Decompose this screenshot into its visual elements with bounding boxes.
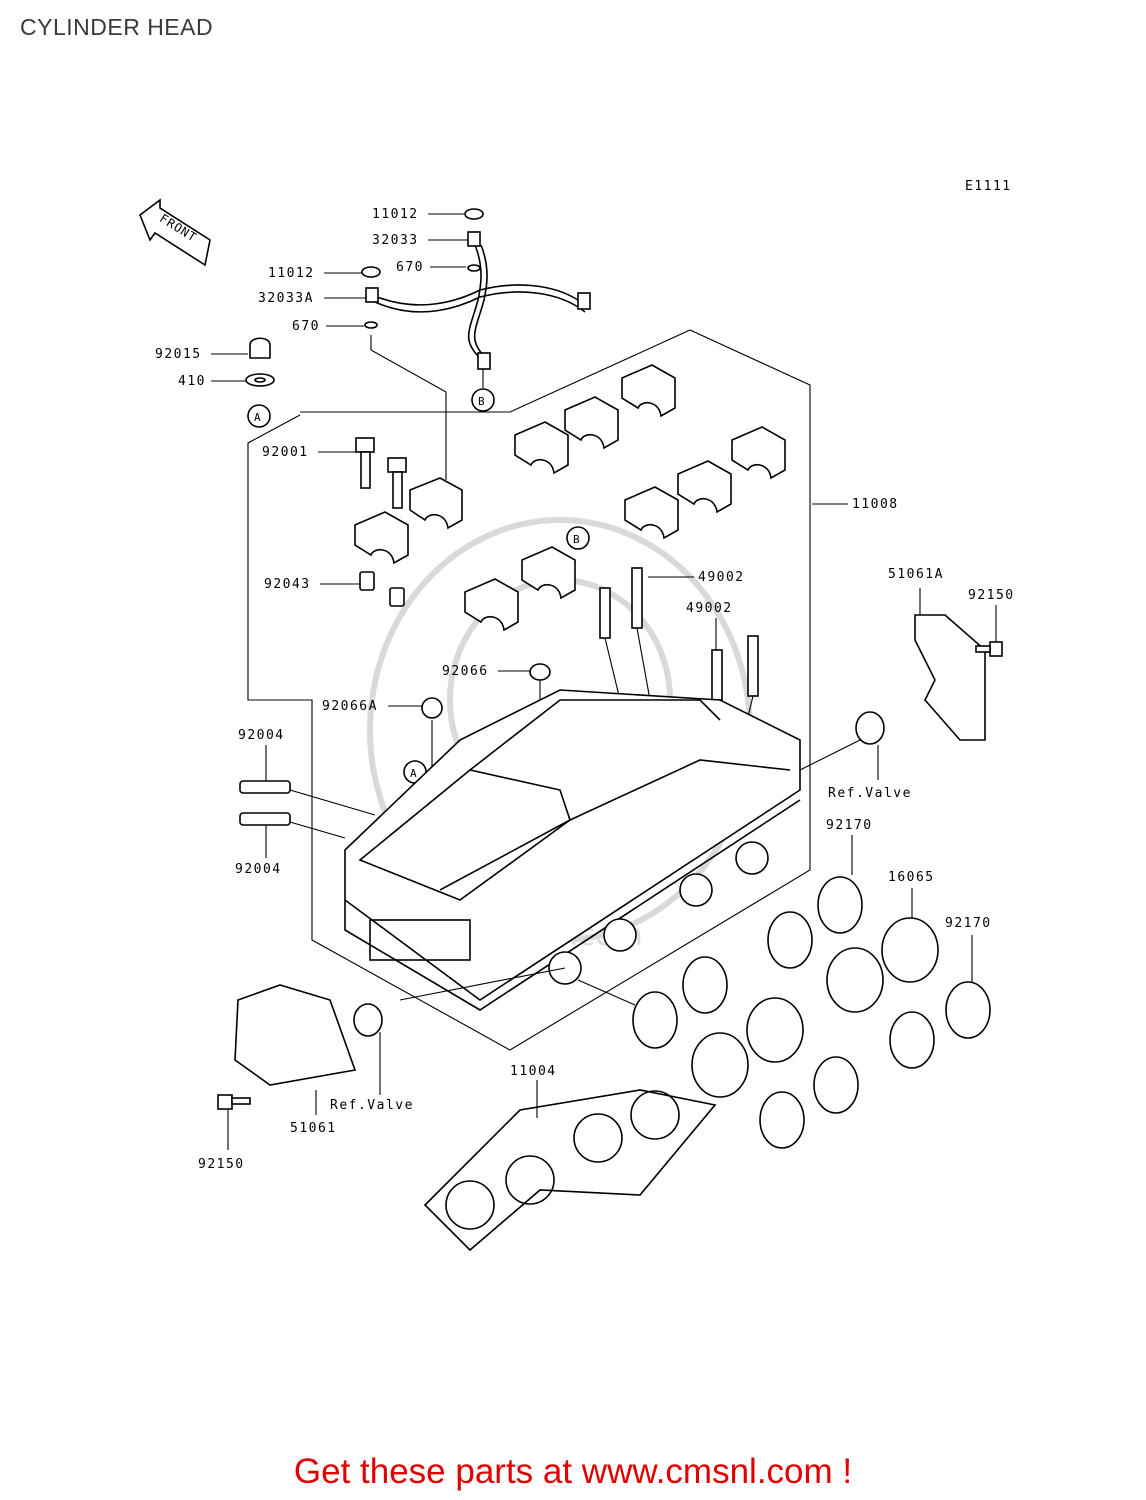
svg-text:11008: 11008: [852, 497, 899, 512]
part-label-410: 410: [178, 374, 246, 389]
part-label-92043: 92043: [264, 577, 360, 592]
part-label-92170-right: 92170: [945, 916, 992, 931]
svg-text:92015: 92015: [155, 347, 202, 362]
svg-text:B: B: [478, 395, 485, 408]
part-label-11008: 11008: [812, 497, 899, 512]
cover-51061a: [914, 588, 986, 741]
svg-text:11004: 11004: [510, 1064, 557, 1079]
bolt-92150-right: [975, 605, 1003, 657]
reed-valve-right: [799, 711, 885, 780]
callout-b-2: B: [566, 526, 590, 550]
head-gasket-11004: [423, 1080, 717, 1252]
cover-51061: [234, 984, 357, 1115]
svg-text:410: 410: [178, 374, 206, 389]
part-label-92015: 92015: [155, 347, 248, 362]
svg-text:92170: 92170: [826, 818, 873, 833]
part-label-92066: 92066: [442, 664, 530, 679]
svg-text:A: A: [410, 767, 417, 780]
svg-text:92001: 92001: [262, 445, 309, 460]
part-label-11012-left: 11012: [268, 266, 362, 281]
part-label-670-top: 670: [396, 260, 466, 275]
svg-text:Ref.Valve: Ref.Valve: [828, 786, 912, 801]
front-arrow-icon: FRONT: [139, 198, 211, 267]
svg-text:11012: 11012: [372, 207, 419, 222]
callout-a-1: A: [247, 404, 271, 428]
part-label-92004-top: 92004: [238, 728, 285, 781]
camshaft-caps: [354, 364, 786, 632]
bolt-92150-left: [217, 1094, 251, 1150]
svg-text:670: 670: [292, 319, 320, 334]
svg-text:51061: 51061: [290, 1121, 337, 1136]
svg-text:49002: 49002: [698, 570, 745, 585]
part-label-16065: 16065: [888, 870, 935, 885]
part-label-32033a: 32033A: [258, 291, 366, 306]
part-label-92004-bottom: 92004: [235, 825, 282, 877]
svg-text:32033A: 32033A: [258, 291, 314, 306]
part-label-49002-b: 49002: [686, 601, 733, 650]
footer-promo-link[interactable]: Get these parts at www.cmsnl.com !: [293, 1452, 853, 1491]
svg-text:51061A: 51061A: [888, 567, 944, 582]
part-label-51061: 51061: [290, 1121, 337, 1136]
studs-92004: [239, 780, 376, 839]
svg-text:670: 670: [396, 260, 424, 275]
part-label-92150-left: 92150: [198, 1157, 245, 1172]
svg-text:92170: 92170: [945, 916, 992, 931]
part-label-11004: 11004: [510, 1064, 557, 1079]
part-label-92001: 92001: [262, 445, 356, 460]
reed-valve-left: [353, 1003, 383, 1095]
cylinder-head-body: [344, 689, 801, 1011]
part-label-92170-left: 92170: [826, 818, 873, 833]
part-label-92066a: 92066A: [322, 699, 422, 714]
svg-text:92150: 92150: [198, 1157, 245, 1172]
svg-text:Ref.Valve: Ref.Valve: [330, 1098, 414, 1113]
part-label-670-left: 670: [292, 319, 364, 334]
dowel-pins-92043: [359, 571, 405, 607]
svg-text:92004: 92004: [235, 862, 282, 877]
diagram-code: E1111: [965, 179, 1012, 194]
cylinder-head-outline: [247, 329, 811, 1051]
svg-text:49002: 49002: [686, 601, 733, 616]
part-label-ref-valve-left: Ref.Valve: [330, 1098, 414, 1113]
svg-text:B: B: [573, 533, 580, 546]
part-label-32033: 32033: [372, 233, 468, 248]
svg-text:16065: 16065: [888, 870, 935, 885]
svg-text:92150: 92150: [968, 588, 1015, 603]
svg-text:11012: 11012: [268, 266, 315, 281]
page-title: CYLINDER HEAD: [20, 14, 214, 40]
part-label-49002-a: 49002: [648, 570, 745, 585]
part-label-51061a: 51061A: [888, 567, 944, 582]
part-label-11012-top: 11012: [372, 207, 464, 222]
cap-nut-and-washer: [245, 337, 275, 387]
svg-text:92043: 92043: [264, 577, 311, 592]
oil-pipe-assembly: [361, 208, 591, 480]
clamps-and-holders: [632, 835, 991, 1149]
svg-text:92004: 92004: [238, 728, 285, 743]
svg-text:92066A: 92066A: [322, 699, 378, 714]
part-label-ref-valve-right: Ref.Valve: [828, 786, 912, 801]
svg-text:32033: 32033: [372, 233, 419, 248]
svg-text:A: A: [254, 411, 261, 424]
part-label-92150-right: 92150: [968, 588, 1015, 603]
bolts-92001: [355, 437, 407, 509]
callout-b-1: B: [471, 388, 495, 412]
svg-text:92066: 92066: [442, 664, 489, 679]
